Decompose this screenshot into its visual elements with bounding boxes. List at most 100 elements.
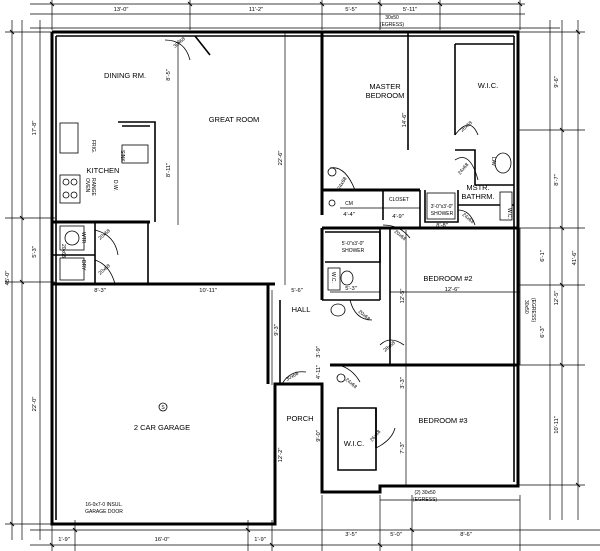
- dim-bottom-2: 16'-0": [155, 537, 170, 543]
- dim-bottom-1: 1'-9": [58, 537, 70, 543]
- label-sink: SINK: [119, 150, 125, 162]
- label-hall-shower: SHOWER: [342, 248, 365, 254]
- label-hall-wc: W.C.: [330, 272, 336, 283]
- fixtures: [59, 122, 513, 412]
- door-label: 20x68: [97, 263, 111, 276]
- window-labels: 30x50 (EGRESS) 30x50 (EGRESS) (2) 30x50 …: [380, 15, 536, 503]
- dim-entry-h: 4'-11": [316, 365, 322, 379]
- dim-left-lower: 22'-0": [32, 397, 38, 412]
- interior-walls: [52, 32, 518, 471]
- door-label: 24x68: [457, 162, 470, 176]
- label-master-wic: W.I.C.: [478, 81, 498, 90]
- label-kitchen: KITCHEN: [87, 166, 120, 175]
- label-master-bedroom-line2: BEDROOM: [366, 91, 405, 100]
- dim-kitchen-h: 8'-11": [166, 163, 172, 177]
- dim-bed3-w1: 3'-3": [400, 377, 406, 389]
- exterior-walls: [50, 30, 520, 526]
- label-range: RANGE: [90, 178, 96, 196]
- dim-bottom-5: 5'-0": [390, 532, 402, 538]
- dim-left-upper: 17'-8": [32, 121, 38, 136]
- dim-closet-w2: 4'-9": [392, 214, 404, 220]
- dim-right-4: 12'-5": [554, 291, 560, 306]
- label-oven: OVEN: [84, 178, 90, 193]
- dim-hall-bath-w: 5'-3": [345, 286, 357, 292]
- dimension-text: 13'-0" 11'-2" 5'-5" 5'-11" 45'-0" 17'-8"…: [5, 7, 578, 543]
- door-label: 24x68: [344, 377, 358, 390]
- label-window-bottom: (2) 30x50: [414, 490, 435, 496]
- dim-porch-h: 9'-0": [316, 430, 322, 442]
- label-porch: PORCH: [286, 414, 313, 423]
- label-window-bottom-egress: (EGRESS): [413, 497, 438, 503]
- label-water-heater: WTR: [80, 232, 86, 244]
- label-master-shower: SHOWER: [431, 211, 454, 217]
- dim-hall-h: 9'-3": [274, 324, 280, 336]
- dim-top-1: 13'-0": [114, 7, 129, 13]
- dim-left-outer: 45'-0": [5, 271, 11, 286]
- fixture-labels: FRIG. SINK D.W. OVEN RANGE WTR DRY W.C. …: [80, 140, 512, 411]
- door-label: 20x68: [60, 244, 66, 258]
- door-label: 26x68: [459, 120, 473, 133]
- label-smoke-detector: S: [161, 405, 165, 411]
- label-master-wc: W.C.: [506, 208, 512, 219]
- door-label: 24x68: [461, 212, 475, 225]
- dim-right-2: 8'-7": [554, 174, 560, 186]
- dim-top-3: 5'-5": [345, 7, 357, 13]
- dim-bed3-w2: 7'-3": [400, 442, 406, 454]
- label-dining-room: DINING RM.: [104, 71, 146, 80]
- dim-great-h: 22'-6": [278, 151, 284, 166]
- label-garage: 2 CAR GARAGE: [134, 423, 190, 432]
- label-cm: CM: [345, 201, 353, 207]
- label-window-right-egress: (EGRESS): [530, 298, 536, 323]
- room-labels: DINING RM. KITCHEN GREAT ROOM MASTER BED…: [85, 71, 498, 515]
- dim-master-h: 14'-6": [402, 113, 408, 128]
- dim-hall-w: 5'-6": [291, 288, 303, 294]
- dim-bed2-h: 12'-5": [400, 289, 406, 304]
- dim-top-2: 11'-2": [249, 7, 263, 13]
- dim-right-3: 6'-1": [540, 250, 546, 262]
- dim-top-4: 5'-11": [403, 7, 417, 13]
- label-hall-shower-size: 5'-0"x3'-0": [342, 241, 365, 247]
- dim-right-6: 10'-11": [554, 416, 560, 434]
- label-dryer: DRY: [80, 260, 86, 271]
- dim-right-total: 41'-6": [572, 251, 578, 266]
- dim-bottom-3: 1'-9": [254, 537, 266, 543]
- door-label: 30x68: [172, 36, 186, 49]
- dim-hall-h2: 3'-9": [316, 346, 322, 358]
- label-hall: HALL: [292, 305, 311, 314]
- label-window-right: 30x50: [523, 300, 529, 314]
- label-garage-door-line2: GARAGE DOOR: [85, 509, 123, 515]
- door-label: 30x68: [285, 371, 300, 383]
- dim-mstr-w: 8'-8": [436, 223, 448, 229]
- label-great-room: GREAT ROOM: [209, 115, 260, 124]
- door-swings: [94, 39, 479, 449]
- dim-closet-w: 4'-4": [343, 212, 355, 218]
- label-dishwasher: D.W.: [112, 180, 118, 191]
- dim-right-5: 6'-3": [540, 326, 546, 338]
- label-master-bedroom-line1: MASTER: [369, 82, 401, 91]
- door-label: 20x68: [97, 228, 111, 241]
- dimension-ticks: [9, 1, 581, 548]
- label-master-bath-line2: BATHRM.: [461, 192, 494, 201]
- dim-bottom-6: 8'-6": [460, 532, 472, 538]
- label-lav: LAV: [490, 157, 496, 167]
- label-master-bath-line1: MSTR.: [466, 183, 489, 192]
- dim-right-1: 9'-6": [554, 76, 560, 88]
- label-bedroom-2: BEDROOM #2: [423, 274, 472, 283]
- dim-bottom-4: 3'-5": [345, 532, 357, 538]
- label-window-top: 30x50: [385, 15, 399, 21]
- dim-laundry-w: 8'-3": [94, 288, 106, 294]
- dim-porch-h2: 12'-2": [278, 448, 284, 463]
- label-garage-door-line1: 16-0x7-0 INSUL.: [85, 502, 122, 508]
- label-fridge: FRIG.: [90, 140, 96, 153]
- label-bedroom3-wic: W.I.C.: [344, 439, 364, 448]
- dim-dining-h: 8'-5": [166, 69, 172, 81]
- label-master-shower-size: 3'-0"x3'-0": [431, 204, 454, 210]
- label-bedroom-3: BEDROOM #3: [418, 416, 467, 425]
- label-closet: CLOSET: [389, 197, 409, 203]
- label-window-top-egress: (EGRESS): [380, 22, 405, 28]
- dim-bed2-w: 12'-6": [445, 287, 460, 293]
- dim-left-mid: 5'-3": [32, 246, 38, 258]
- door-label: 20x68: [393, 229, 407, 242]
- dim-garage-strip: 10'-11": [199, 288, 217, 294]
